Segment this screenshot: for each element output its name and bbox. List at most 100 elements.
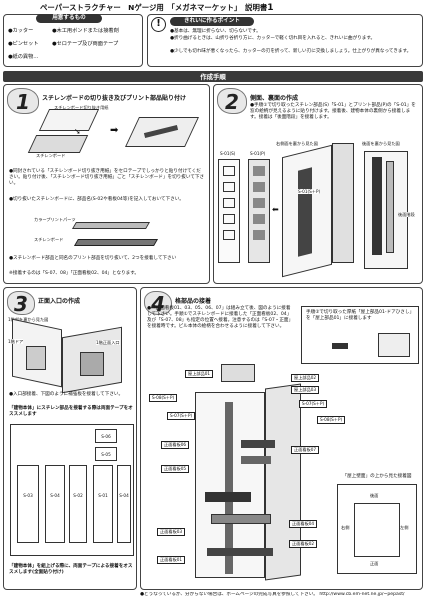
roof-view-back: 後面: [370, 493, 379, 498]
step-3-bottom-note: 「建物本体」を組上げる際に、両面テープによる接着をオススメします(全面貼り付け): [9, 564, 133, 575]
door-panel: [26, 346, 46, 370]
sign-07-illustration: [241, 456, 271, 464]
label-roof-01: 屋上部品01: [185, 370, 214, 378]
roof-view-inner: [354, 503, 400, 557]
tool-item-glue: ●木工用ボンドまたは接着剤: [52, 28, 119, 34]
label-board-2: スチレンボード: [34, 237, 64, 242]
back-stairs: [372, 157, 382, 255]
roof-part-illustration: [221, 364, 255, 382]
tool-item-misc: ●紙の異物…: [8, 54, 39, 60]
label-s07-b: S-07(S＋P): [167, 412, 196, 420]
front-layout: S-06 S-05 S-03 S-04 S-02 S-01 S-04: [10, 424, 134, 556]
label-s01-sp: S-01(S＋P): [298, 189, 321, 194]
arrow-down-icon: ➘: [74, 127, 81, 136]
label-sign-01: 正面看板01: [157, 556, 186, 564]
sign-05-illustration: [205, 492, 251, 502]
s01-p-panel: [248, 159, 270, 263]
label-back-view: 後面を裏から見た図: [362, 141, 400, 146]
step-4-title: 格部品の接着: [175, 298, 212, 305]
footer-text: ●どうなっているか、分からない場合は、ホームページの完成写真を参照して下さい。: [140, 592, 318, 597]
step-1-para-1: ●同封されている「スチレンボード切り抜き用紙」をセロテープでしっかりと貼り付けて…: [9, 169, 205, 186]
step-1-note: ※接着するのは「S-07、08」「正面看板02、04」となります。: [9, 271, 139, 276]
label-right-view: 右側面を裏から見た図: [276, 141, 318, 146]
roof-callout-box-illustration: [378, 333, 410, 357]
roof-view-diagram: 後面 右側 左側 正面: [337, 484, 417, 574]
step-3-para-1: ●入口部接着、下図のように補強板を接着して下さい。: [9, 392, 124, 397]
step-1-title: スチレンボードの切り抜き及びプリント部品貼り付け: [42, 95, 187, 102]
part-s02: S-02: [69, 465, 87, 543]
step-1-para-2: ●切り抜いたスチレンボードに、部品名(S-02や看板04等)を記入しておいて下さ…: [9, 197, 184, 202]
step-4-panel: 4 格部品の接着 ●「正面看板01、03、05、06、07」は組み立て後、図のよ…: [140, 287, 423, 590]
roof-view-right: 右側: [341, 525, 350, 530]
step-2-number: 2: [217, 88, 247, 114]
exclamation-icon: !: [151, 17, 166, 32]
label-inner-entrance: 1階正面入口: [96, 340, 120, 345]
roof-view-front: 正面: [370, 561, 379, 566]
arrow-left-icon: ⬅: [272, 205, 279, 214]
label-door: 1階ドア: [8, 339, 24, 344]
s01-s-panel: [218, 159, 240, 263]
label-sign-07: 正面看板07: [291, 446, 320, 454]
roof-callout-small-part: [332, 343, 348, 349]
tools-header: 用意するもの: [36, 14, 102, 23]
step-3-para-2: 「建物本体」にスチレン部品を接着する際は両面テープをオススメします: [9, 406, 133, 417]
footer-url[interactable]: http://www.cb.em-net.ne.jp/~pepast/: [319, 592, 405, 597]
label-sign-06: 正面看板06: [161, 441, 190, 449]
part-s04: S-04: [45, 465, 65, 543]
print-part-illustration: [71, 222, 151, 229]
title-number: 1: [267, 3, 274, 13]
part-s03: S-03: [17, 465, 39, 543]
sign-02-illustration: [207, 548, 273, 556]
step-1-panel: 1 スチレンボードの切り抜き及びプリント部品貼り付け スチレンボード切り抜き用紙…: [3, 84, 210, 284]
step-4-number: 4: [144, 291, 172, 316]
label-sign-04: 正面看板04: [289, 520, 318, 528]
label-sign-03: 正面看板03: [157, 528, 186, 536]
tool-item-tweezers: ●ピンセット: [8, 41, 39, 47]
board-illustration: [27, 135, 89, 153]
front-sign-pole: [225, 402, 233, 574]
roof-callout: 手順②で切り取った厚紙「屋上部品01-ドアひさし」を「屋上部品01」に接着します: [301, 306, 419, 364]
label-cutting-sheet: スチレンボード切り抜き用紙: [54, 105, 109, 110]
tool-item-tape: ●セロテープ及び両面テープ: [52, 41, 119, 47]
label-s08-a: S-08(S＋P): [149, 394, 178, 402]
step-2-para: ●手順①で切り取ったスチレン部品(S)「S-01」とプリント部品(P)の「S-0…: [250, 103, 416, 120]
s01-window-strip: [298, 167, 312, 257]
tip-2: ●折り曲げるときは、山折り谷折り方に、カッターで軽く切れ目を入れると、きれいに曲…: [170, 36, 376, 41]
label-sign-02: 正面看板02: [289, 540, 318, 548]
step-1-number: 1: [7, 88, 39, 114]
step-3-title: 正面入口の作成: [38, 298, 81, 305]
cutting-sheet-illustration: [38, 109, 100, 131]
label-board: スチレンボード: [36, 153, 66, 158]
tips-header: きれいに作るポイント: [170, 17, 254, 26]
step-2-panel: 2 側面、裏面の作成 ●手順①で切り取ったスチレン部品(S)「S-01」とプリン…: [213, 84, 423, 284]
tool-item-cutter: ●カッター: [8, 28, 34, 34]
sign-04-illustration: [211, 514, 271, 524]
tips-box: ! きれいに作るポイント ●基本は、無理に折らない、切らないです。 ●折り曲げる…: [147, 14, 423, 67]
label-floor-view: 1階部を裏から見た図: [8, 317, 49, 322]
roof-view-title: 「屋上壁面」の上から見た接着図: [342, 474, 412, 479]
label-s01-p: S-01(P): [250, 151, 266, 156]
title-text: ペーパーストラクチャー Nゲージ用 「メガネマーケット」 説明書: [40, 3, 268, 12]
step-3-panel: 3 正面入口の作成 1階部を裏から見た図 1階ドア 1階正面入口 ●入口部接着、…: [3, 287, 137, 590]
step-2-title: 側面、裏面の作成: [250, 95, 299, 102]
label-sign-05: 正面看板05: [161, 465, 190, 473]
label-roof-03: 屋上部品03: [291, 386, 320, 394]
label-roof-02: 屋上部品02: [291, 374, 320, 382]
step-3-number: 3: [7, 291, 35, 316]
arrow-right-icon: ➡: [110, 125, 119, 136]
building-right-front: [332, 143, 354, 263]
title-bar: ペーパーストラクチャー Nゲージ用 「メガネマーケット」 説明書1: [0, 0, 426, 14]
label-stairs: 後面階段: [398, 212, 415, 217]
step-4-para: ●「正面看板01、03、05、06、07」は組み立て後、図のように接着して下さい…: [147, 306, 294, 329]
label-print-parts: カラープリントパーツ: [34, 217, 76, 222]
label-s07-a: S-07(S＋P): [299, 400, 328, 408]
section-header: 作成手順: [200, 73, 226, 81]
tools-box: 用意するもの ●カッター ●木工用ボンドまたは接着剤 ●ピンセット ●セロテープ…: [3, 14, 143, 67]
footer-note: ●どうなっているか、分からない場合は、ホームページの完成写真を参照して下さい。 …: [140, 592, 423, 598]
roof-view-left: 左側: [400, 525, 409, 530]
back-stairs-2: [386, 161, 394, 253]
sign-06-illustration: [241, 440, 275, 448]
tip-3: ●少しでも切れ味が悪くなったら、カッターの刃を折って、新しい刃に交換しましょう。…: [170, 49, 412, 54]
part-s01: S-01: [93, 465, 113, 543]
inner-entrance: [80, 352, 104, 376]
